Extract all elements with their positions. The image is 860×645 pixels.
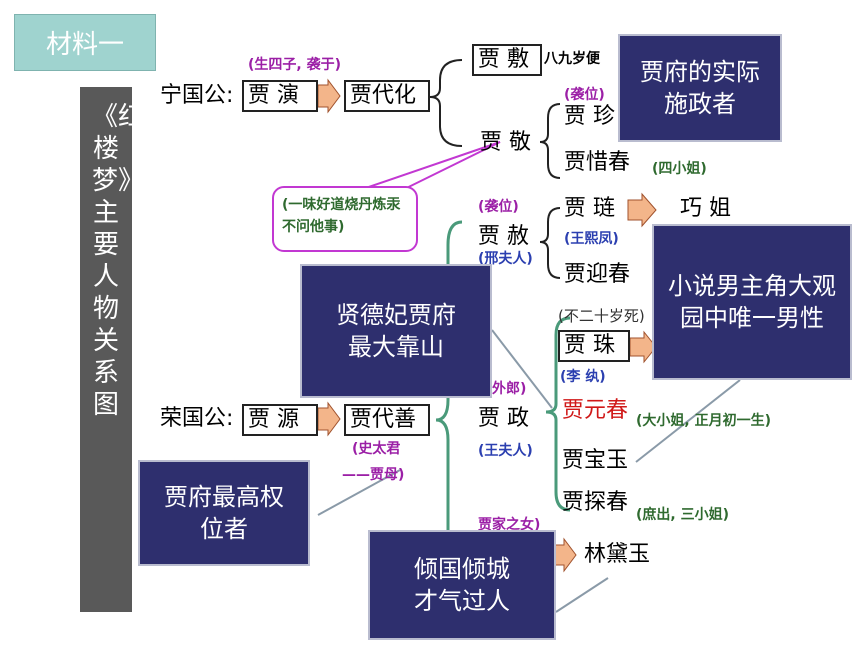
node-jia-lian: 贾 琏 bbox=[564, 196, 615, 221]
material-tag: 材料一 bbox=[14, 14, 156, 71]
brace-daishan bbox=[435, 220, 463, 540]
callout-baoyu: 小说男主角大观园中唯一男性 bbox=[652, 224, 852, 380]
pointer-yuanfei bbox=[491, 329, 553, 409]
note-jia-fu: 八九岁便 bbox=[544, 51, 600, 67]
arrow-lian-qiaojie bbox=[627, 192, 657, 228]
node-jia-zhu: 贾 珠 bbox=[558, 330, 630, 362]
brace-jing bbox=[539, 103, 561, 179]
bubble-jing: (一味好道烧丹炼汞不问他事) bbox=[272, 186, 418, 252]
brace-zheng bbox=[545, 316, 571, 512]
note-she-xiwei: (袭位) bbox=[478, 199, 519, 215]
node-jia-xichun: 贾惜春 bbox=[564, 150, 631, 175]
note-xiwei-zhen: (袭位) bbox=[564, 87, 605, 103]
node-jia-daihua: 贾代化 bbox=[344, 80, 430, 112]
note-min: 贾家之女) bbox=[478, 517, 541, 533]
node-jia-yan: 贾 演 bbox=[242, 80, 318, 112]
node-jia-she: 贾 赦 bbox=[478, 224, 529, 249]
node-jia-jing: 贾 敬 bbox=[480, 130, 531, 155]
ning-label: 宁国公: bbox=[160, 83, 234, 108]
note-xichun: (四小姐) bbox=[652, 161, 707, 177]
side-title-text: 《红楼梦》主要人物关系图 bbox=[92, 102, 145, 420]
node-jia-yuanchun: 贾元春 bbox=[562, 398, 629, 423]
brace-she bbox=[539, 207, 561, 279]
brace-daihua bbox=[429, 59, 463, 147]
note-tanchun: (庶出, 三小姐) bbox=[636, 507, 729, 523]
callout-jiamu: 贾府最高权位者 bbox=[138, 460, 310, 566]
callout-daiyu: 倾国倾城才气过人 bbox=[368, 530, 556, 640]
pointer-daiyu bbox=[555, 577, 609, 613]
note-yuanchun: (大小姐, 正月初一生) bbox=[636, 413, 771, 429]
arrow-yuan-daishan bbox=[317, 401, 341, 437]
node-lin-daiyu: 林黛玉 bbox=[584, 542, 651, 567]
node-jia-zhen: 贾 珍 bbox=[564, 104, 615, 129]
note-li-wan: (李 纨) bbox=[560, 369, 606, 385]
note-jia-mu: ——贾母) bbox=[342, 467, 405, 483]
pointer-jiamu bbox=[317, 469, 401, 516]
node-jia-daishan: 贾代善 bbox=[344, 404, 430, 436]
note-xing: (邢夫人) bbox=[478, 251, 533, 267]
note-sons: (生四子, 袭于) bbox=[248, 57, 341, 73]
arrow-zhu bbox=[629, 330, 657, 364]
note-zhu-death: (不二十岁死) bbox=[558, 307, 645, 325]
pointer-baoyu bbox=[635, 379, 741, 463]
callout-yuanfei: 贤德妃贾府最大靠山 bbox=[300, 264, 492, 398]
arrow-yan-daihua bbox=[317, 78, 341, 114]
node-jia-yingchun: 贾迎春 bbox=[564, 262, 631, 287]
rong-label: 荣国公: bbox=[160, 406, 234, 431]
node-jia-tanchun: 贾探春 bbox=[562, 490, 629, 515]
node-qiao-jie: 巧 姐 bbox=[680, 196, 731, 221]
note-shi-taijun: (史太君 bbox=[352, 441, 401, 457]
note-wang-xifeng: (王熙凤) bbox=[564, 231, 619, 247]
node-jia-yuan: 贾 源 bbox=[242, 404, 318, 436]
node-jia-fu: 贾 敷 bbox=[472, 44, 542, 76]
node-jia-zheng: 贾 政 bbox=[478, 406, 529, 431]
note-wang-furen: (王夫人) bbox=[478, 443, 533, 459]
side-title: 《红楼梦》主要人物关系图 bbox=[80, 87, 145, 612]
node-jia-baoyu: 贾宝玉 bbox=[562, 448, 629, 473]
callout-shizheng: 贾府的实际施政者 bbox=[618, 34, 782, 142]
